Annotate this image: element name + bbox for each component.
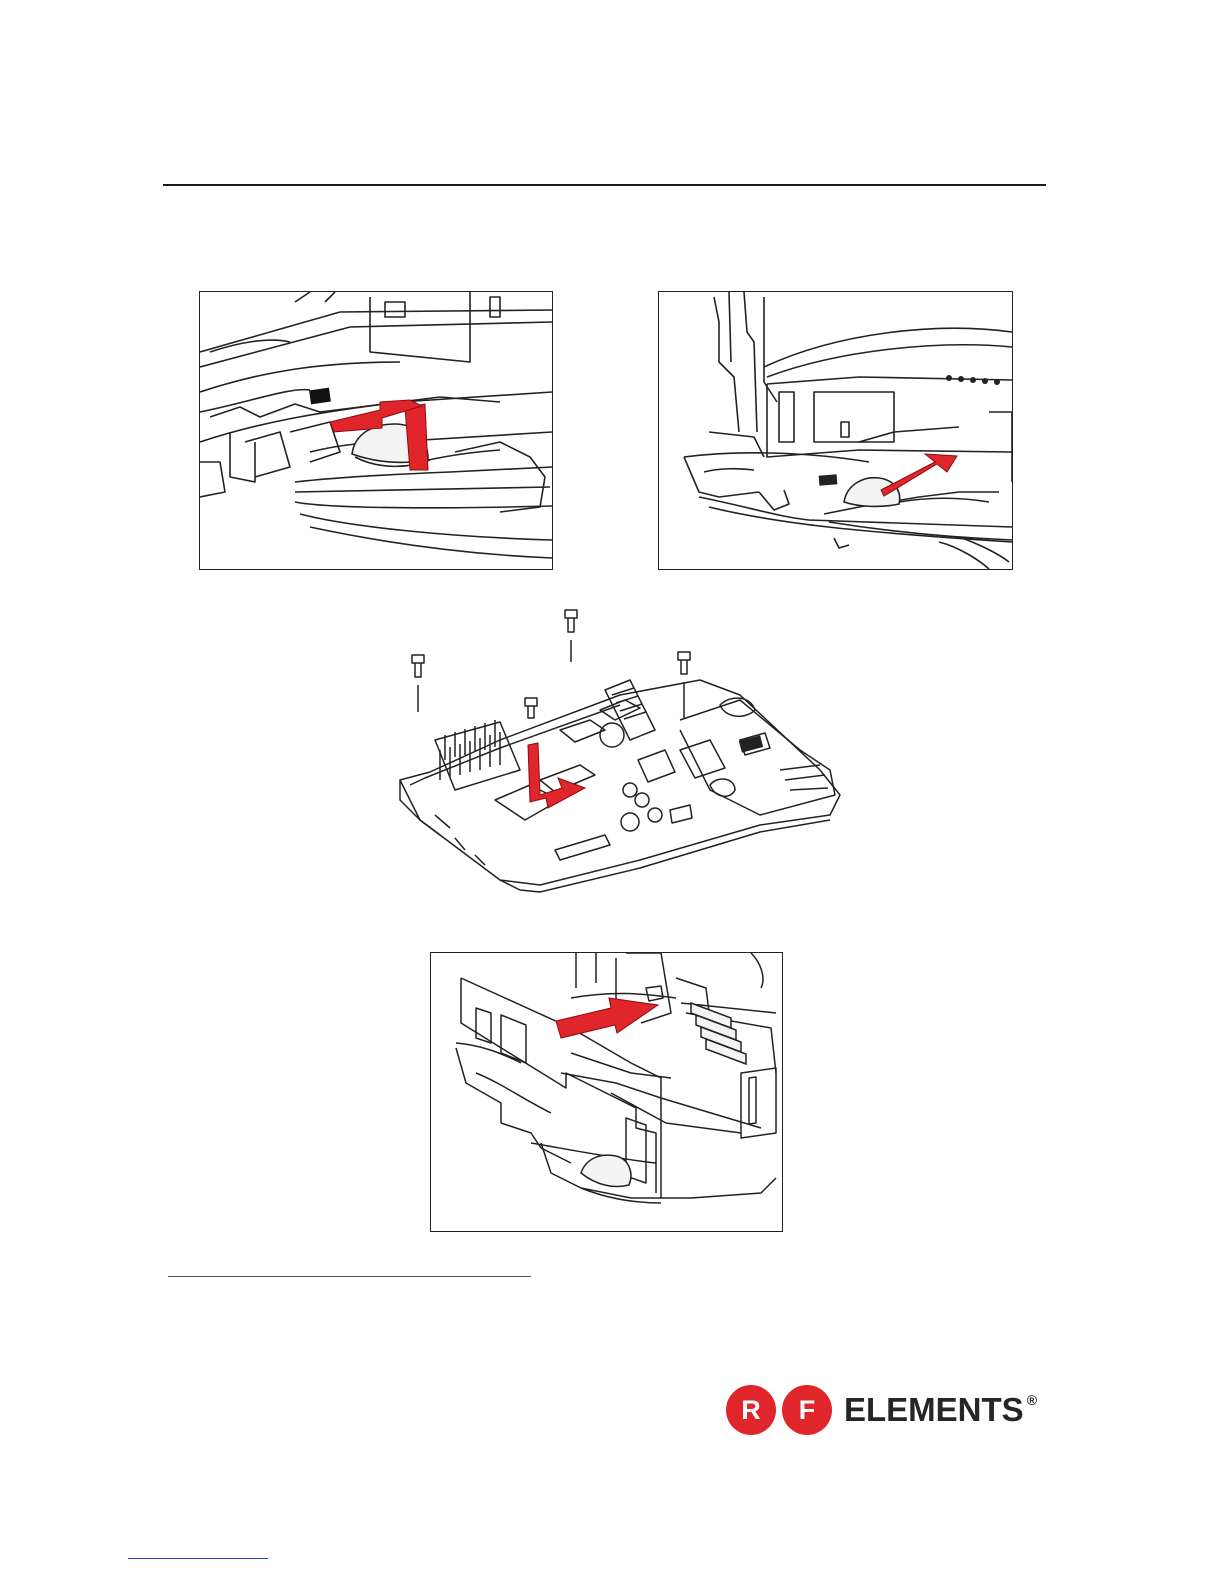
link-underline[interactable] <box>128 1558 268 1559</box>
figure-board-screws <box>380 600 850 900</box>
rf-elements-logo: R F ELEMENTS ® <box>726 1380 1066 1440</box>
figure-shield-insert <box>430 952 783 1232</box>
header-rule <box>163 184 1046 186</box>
figure-latch-press <box>658 291 1013 570</box>
board-screws-illustration <box>380 600 850 900</box>
logo-registered-mark: ® <box>1027 1392 1037 1408</box>
latch-release-illustration <box>200 292 552 569</box>
footnote-rule <box>168 1276 531 1277</box>
logo-r-circle: R <box>726 1385 776 1435</box>
shield-plate-illustration <box>431 953 782 1231</box>
logo-wordmark: ELEMENTS <box>844 1391 1024 1429</box>
logo-f-circle: F <box>782 1385 832 1435</box>
latch-press-illustration <box>659 292 1012 569</box>
figure-latch-release <box>199 291 553 570</box>
